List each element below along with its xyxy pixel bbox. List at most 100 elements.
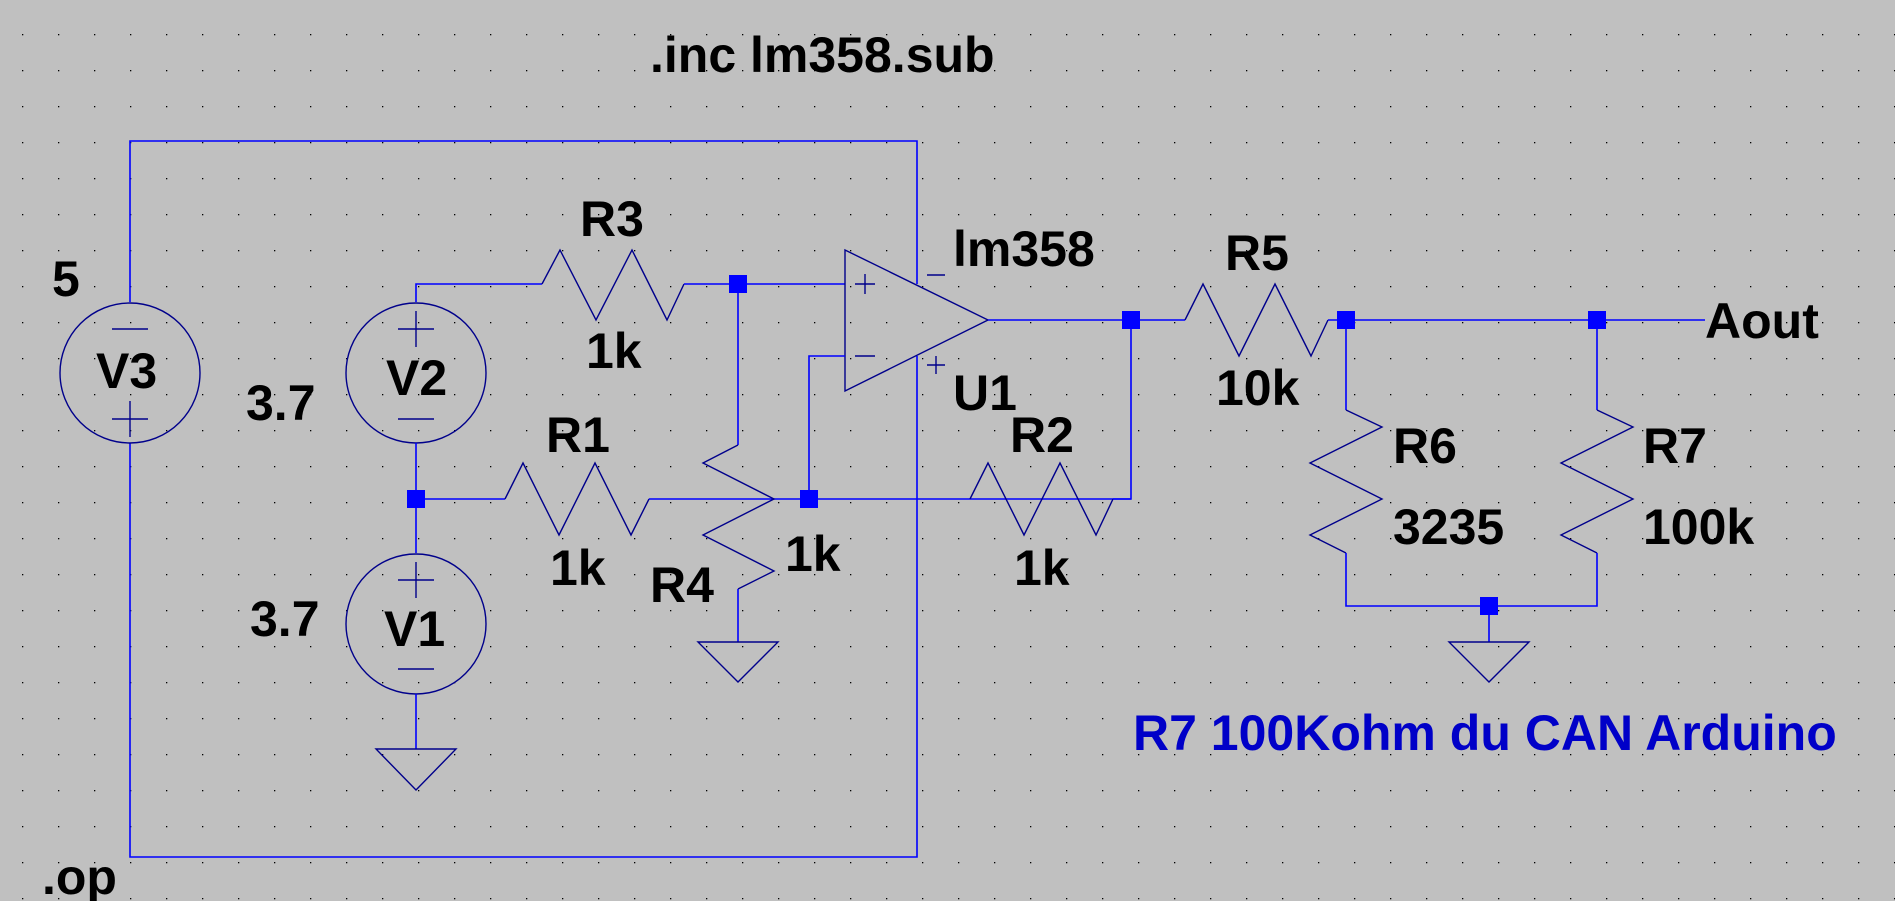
grid-dot	[814, 682, 816, 684]
op-directive[interactable]: .op	[42, 849, 117, 901]
grid-dot	[166, 70, 168, 72]
grid-dot	[778, 286, 780, 288]
grid-dot	[994, 214, 996, 216]
grid-dot	[1858, 502, 1860, 504]
junction-dot	[1337, 311, 1355, 329]
grid-dot	[1030, 394, 1032, 396]
wire-r2-out[interactable]	[1113, 320, 1132, 500]
wire-minus-feedback[interactable]	[808, 355, 845, 499]
grid-dot	[454, 70, 456, 72]
grid-dot	[1642, 106, 1644, 108]
grid-dot	[238, 322, 240, 324]
grid-dot	[1570, 574, 1572, 576]
grid-dot	[1750, 538, 1752, 540]
r2-value[interactable]: 1k	[1014, 540, 1070, 596]
grid-dot	[1138, 430, 1140, 432]
resistor-r5[interactable]: R5 10k	[1184, 225, 1329, 416]
grid-dot	[202, 790, 204, 792]
grid-dot	[58, 430, 60, 432]
grid-dot	[598, 610, 600, 612]
wire-v2-r3[interactable]	[415, 283, 542, 302]
grid-dot	[454, 142, 456, 144]
grid-dot	[994, 682, 996, 684]
grid-dot	[454, 574, 456, 576]
r3-value[interactable]: 1k	[586, 323, 642, 379]
grid-dot	[1822, 790, 1824, 792]
schematic-comment[interactable]: R7 100Kohm du CAN Arduino	[1133, 705, 1837, 761]
grid-dot	[1390, 142, 1392, 144]
grid-dot	[1822, 826, 1824, 828]
v1-value[interactable]: 3.7	[250, 591, 320, 647]
resistor-r2[interactable]: R2 1k	[969, 407, 1114, 596]
resistor-r1[interactable]: R1 1k	[504, 407, 650, 596]
grid-dot	[706, 718, 708, 720]
grid-dot	[1642, 574, 1644, 576]
r6-value[interactable]: 3235	[1393, 499, 1504, 555]
grid-dot	[1102, 394, 1104, 396]
wire-r6-r7-bottom[interactable]	[1345, 553, 1598, 607]
grid-dot	[1678, 754, 1680, 756]
grid-dot	[1822, 502, 1824, 504]
grid-dot	[1210, 70, 1212, 72]
grid-dot	[238, 502, 240, 504]
grid-dot	[634, 394, 636, 396]
grid-dot	[1858, 682, 1860, 684]
voltage-source-v1[interactable]: V1 3.7	[250, 553, 487, 695]
grid-dot	[1354, 430, 1356, 432]
grid-dot	[814, 214, 816, 216]
grid-dot	[382, 862, 384, 864]
voltage-source-v2[interactable]: V2 3.7	[246, 302, 487, 444]
r5-value[interactable]: 10k	[1216, 360, 1300, 416]
opamp-u1[interactable]: lm358 U1	[844, 221, 1095, 421]
grid-dot	[418, 286, 420, 288]
include-directive[interactable]: .inc lm358.sub	[650, 27, 995, 83]
grid-dot	[1174, 682, 1176, 684]
r7-value[interactable]: 100k	[1643, 499, 1754, 555]
grid-dot	[1174, 430, 1176, 432]
grid-dot	[526, 898, 528, 900]
r1-value[interactable]: 1k	[550, 540, 606, 596]
r4-value[interactable]: 1k	[785, 526, 841, 582]
grid-dot	[994, 610, 996, 612]
grid-dot	[1066, 322, 1068, 324]
grid-dot	[1678, 502, 1680, 504]
resistor-r6[interactable]: R6 3235	[1308, 409, 1504, 555]
grid-dot	[1534, 394, 1536, 396]
grid-dot	[634, 106, 636, 108]
grid-dot	[1030, 466, 1032, 468]
grid-dot	[1066, 430, 1068, 432]
grid-dot	[814, 538, 816, 540]
grid-dot	[1534, 718, 1536, 720]
grid-dot	[274, 826, 276, 828]
grid-dot	[166, 754, 168, 756]
v2-value[interactable]: 3.7	[246, 375, 316, 431]
grid-dot	[22, 538, 24, 540]
grid-dot	[202, 898, 204, 900]
grid-dot	[1534, 754, 1536, 756]
u1-model[interactable]: lm358	[953, 221, 1095, 277]
grid-dot	[1318, 646, 1320, 648]
resistor-r3[interactable]: R3 1k	[541, 191, 685, 379]
v3-value[interactable]: 5	[52, 251, 80, 307]
grid-dot	[418, 394, 420, 396]
grid-dot	[886, 358, 888, 360]
grid-dot	[1786, 178, 1788, 180]
grid-dot	[1030, 826, 1032, 828]
grid-dot	[1858, 142, 1860, 144]
grid-dot	[1354, 142, 1356, 144]
grid-dot	[1462, 646, 1464, 648]
resistor-r4[interactable]: R4 1k	[650, 444, 841, 613]
wire-v3-bottom[interactable]	[129, 356, 918, 858]
grid-dot	[1354, 466, 1356, 468]
grid-dot	[958, 142, 960, 144]
net-label-aout[interactable]: Aout	[1705, 293, 1819, 349]
grid-dot	[634, 142, 636, 144]
voltage-source-v3[interactable]: V3 5	[52, 251, 201, 444]
wire-v3-top[interactable]	[129, 140, 918, 302]
grid-dot	[1570, 538, 1572, 540]
resistor-r7[interactable]: R7 100k	[1559, 409, 1754, 555]
grid-dot	[1534, 142, 1536, 144]
grid-dot	[22, 430, 24, 432]
grid-dot	[346, 430, 348, 432]
